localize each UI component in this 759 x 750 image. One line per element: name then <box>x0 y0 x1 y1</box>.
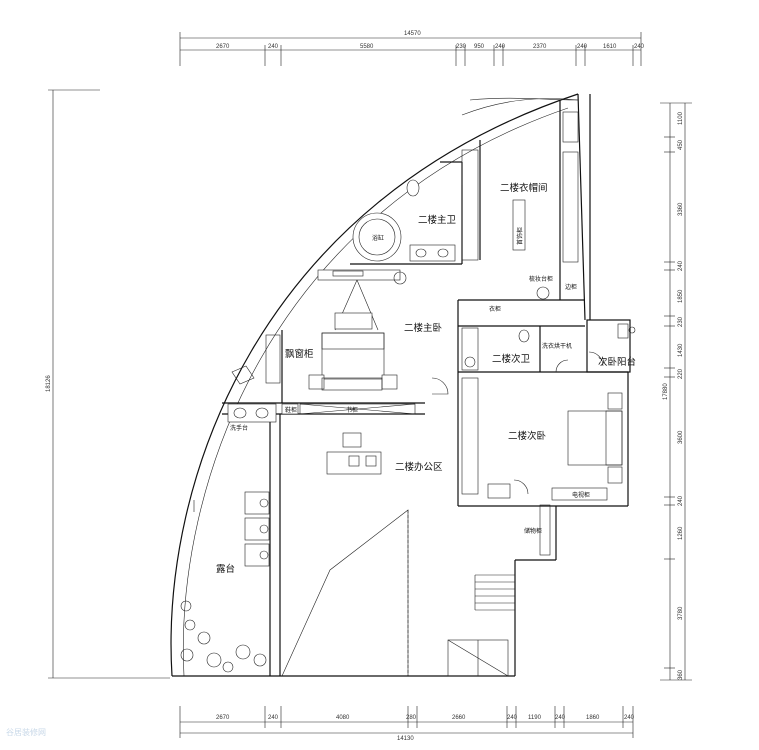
dressing-table-label: 梳妆台柜 <box>529 275 553 283</box>
right-dim: 1100 <box>678 111 684 125</box>
bathtub-label: 浴缸 <box>372 234 384 242</box>
plants <box>180 271 407 673</box>
right-dim: 240 <box>678 260 684 271</box>
wash-basin-area <box>227 403 277 423</box>
bottom-dim: 240 <box>268 715 279 721</box>
room-labels: 二楼衣帽间 二楼主卫 二楼主卧 飘窗柜 二楼次卫 次卧阳台 二楼次卧 二楼办公区… <box>216 182 636 575</box>
top-dim: 1610 <box>603 44 617 50</box>
second-bath <box>461 327 569 373</box>
shoe-cabinet-label: 鞋柜 <box>285 406 297 414</box>
sideboard-label: 边柜 <box>565 283 577 291</box>
bottom-dim: 1190 <box>528 715 542 721</box>
bottom-total-dim: 14130 <box>397 736 414 742</box>
top-dim: 2670 <box>216 44 230 50</box>
top-dim: 5580 <box>360 44 374 50</box>
second-bedroom-label: 二楼次卧 <box>508 430 547 442</box>
display-cabinet-area <box>231 334 281 385</box>
master-bath-label: 二楼主卫 <box>418 214 457 226</box>
right-dim: 1430 <box>678 343 684 357</box>
top-dim: 230 <box>456 44 467 50</box>
bottom-dim: 280 <box>406 715 417 721</box>
interior-walls <box>222 100 628 676</box>
washer-dryer-label: 洗衣烘干机 <box>542 342 572 350</box>
top-dim: 2370 <box>533 44 547 50</box>
left-total-dim: 18126 <box>46 375 52 392</box>
display-cabinet-label: 飘窗柜 <box>285 348 314 360</box>
outer-walls <box>170 93 631 677</box>
top-dimensions: 14570 2670 240 5580 230 950 240 2370 240… <box>179 31 645 66</box>
terrace-label: 露台 <box>216 563 235 575</box>
right-dim: 1850 <box>678 289 684 303</box>
office-area <box>281 403 416 475</box>
master-bedroom-label: 二楼主卧 <box>404 322 443 334</box>
right-dim: 3360 <box>678 202 684 216</box>
top-dim: 950 <box>474 44 485 50</box>
right-dim: 240 <box>678 495 684 506</box>
second-balcony-label: 次卧阳台 <box>598 356 636 368</box>
master-bedroom <box>308 269 449 395</box>
top-dim: 240 <box>495 44 506 50</box>
right-dim: 3600 <box>678 430 684 444</box>
top-dim: 240 <box>634 44 645 50</box>
tv-cabinet-label: 电视柜 <box>572 491 590 499</box>
bottom-dim: 240 <box>624 715 635 721</box>
storage-cabinet-label: 储物柜 <box>524 527 542 535</box>
bottom-dim: 240 <box>555 715 566 721</box>
second-bath-label: 二楼次卫 <box>492 353 531 365</box>
bottom-dim: 240 <box>507 715 518 721</box>
left-dimensions: 18126 <box>46 89 170 679</box>
right-dim: 360 <box>678 669 684 680</box>
stair-void <box>281 509 515 677</box>
right-dim: 1260 <box>678 526 684 540</box>
bookshelf-label: 书柜 <box>346 406 358 414</box>
right-dim: 220 <box>678 368 684 379</box>
bottom-dim: 2660 <box>452 715 466 721</box>
staircase <box>447 574 515 677</box>
top-dim: 240 <box>268 44 279 50</box>
right-total-dim: 17880 <box>663 383 669 400</box>
second-balcony <box>588 323 636 367</box>
watermark: 谷居装修网 <box>6 727 46 737</box>
bottom-dim: 1860 <box>586 715 600 721</box>
bottom-dim: 4080 <box>336 715 350 721</box>
second-bedroom <box>461 377 623 556</box>
bottom-dim: 2670 <box>216 715 230 721</box>
wardrobe-room: 首饰柜 <box>461 97 579 300</box>
bottom-dimensions: 2670 240 4080 280 2660 240 1190 240 1860… <box>179 706 635 742</box>
office-label: 二楼办公区 <box>395 461 443 473</box>
wardrobe-label: 二楼衣帽间 <box>500 182 548 194</box>
closet-island-label: 首饰柜 <box>516 227 524 245</box>
wash-basin-label: 洗手台 <box>230 424 248 432</box>
right-dim: 230 <box>678 316 684 327</box>
terrace-furniture <box>193 491 270 567</box>
top-dim: 240 <box>577 44 588 50</box>
top-total-dim: 14570 <box>404 31 421 37</box>
master-bath: 浴缸 <box>352 161 463 262</box>
right-dim: 450 <box>678 139 684 150</box>
wardrobe-cabinet-label: 衣柜 <box>489 305 501 313</box>
right-dim: 3780 <box>678 606 684 620</box>
right-dimensions: 1100 450 3360 240 1850 230 1430 220 3600… <box>660 102 692 681</box>
